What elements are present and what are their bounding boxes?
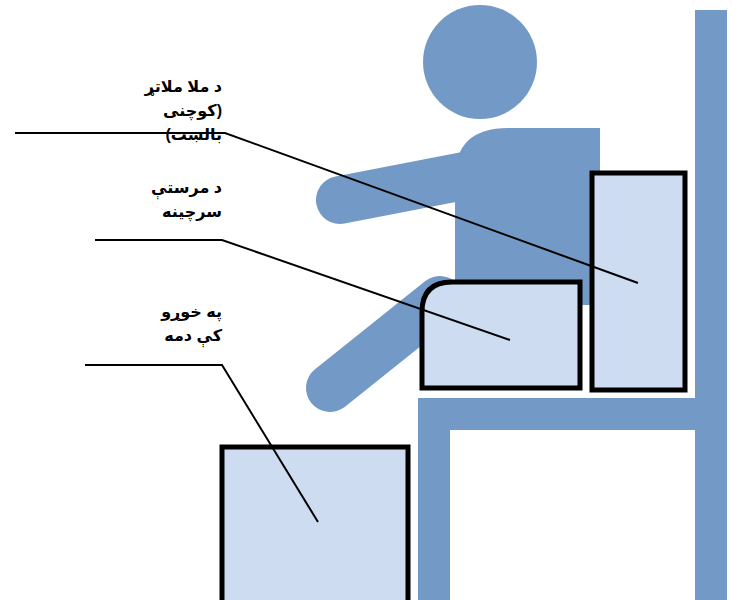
footrest-box	[222, 447, 408, 600]
person-arm	[340, 170, 495, 200]
chair-back	[695, 10, 727, 600]
back-cushion	[592, 173, 685, 390]
callout-label: د ملا ملاتړ (کوچنی بالښت)	[104, 75, 222, 147]
seat-cushion	[422, 282, 580, 388]
leader-line	[95, 240, 510, 340]
callout-label: په خوړو کې دمه	[150, 300, 222, 348]
chair-seat	[418, 398, 727, 430]
callout-label: د مرستې سرچینه	[140, 176, 222, 224]
leader-line	[15, 133, 638, 283]
leader-line	[85, 365, 318, 522]
chair-leg	[418, 398, 450, 600]
person-head	[423, 5, 537, 119]
